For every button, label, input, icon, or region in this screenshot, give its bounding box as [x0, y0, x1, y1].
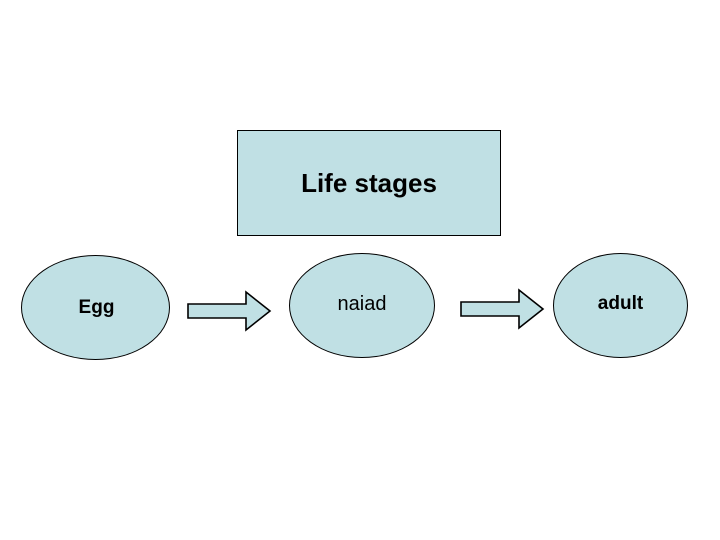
page-title: Life stages — [301, 168, 437, 198]
stage-node-naiad: naiad — [289, 253, 435, 358]
stage-label-egg: Egg — [78, 297, 115, 318]
title-box: Life stages — [237, 130, 501, 236]
stage-label-naiad: naiad — [337, 292, 387, 315]
stage-node-egg: Egg — [21, 255, 170, 360]
stage-node-adult: adult — [553, 253, 688, 358]
stage-label-adult: adult — [597, 293, 644, 314]
right-arrow-icon-egg-to-naiad — [187, 290, 272, 332]
right-arrow-icon-naiad-to-adult — [460, 288, 545, 330]
